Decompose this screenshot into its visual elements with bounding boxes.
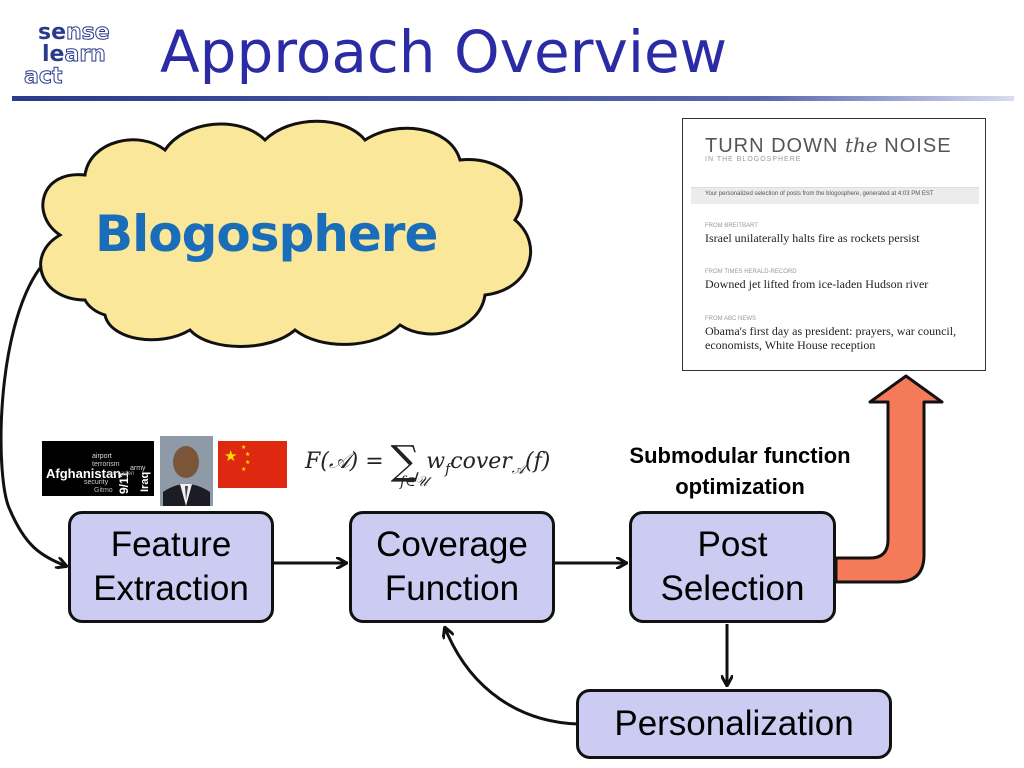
news-subtitle: IN THE BLOGOSPHERE (705, 156, 802, 163)
turn-down-the-noise-screenshot: TURN DOWN the NOISE IN THE BLOGOSPHERE Y… (682, 118, 986, 371)
news-item-source: from ABC NEWS (705, 316, 757, 322)
wordcloud-word: bin Laden (108, 471, 134, 477)
formula-weight: w (426, 449, 446, 474)
submodular-line: optimization (675, 474, 805, 499)
blogosphere-cloud (39, 119, 533, 348)
node-label-line: Function (384, 569, 520, 608)
submodular-line: Submodular function (629, 443, 851, 468)
news-title: TURN DOWN the NOISE (705, 133, 952, 158)
news-banner-text: Your personalized selection of posts fro… (705, 191, 934, 197)
wordcloud-word: terrorism (92, 461, 120, 468)
header-rule (12, 96, 1014, 101)
node-label-line: Extraction (93, 569, 249, 608)
wordcloud-thumbnail: Afghanistan airport terrorism army 9/11 … (42, 441, 154, 496)
news-banner: Your personalized selection of posts fro… (691, 187, 979, 204)
wordcloud-word: Afghanistan (46, 466, 121, 481)
selection-output-arrow (834, 374, 944, 584)
node-label-line: Post (697, 525, 768, 564)
logo-text-arn: arn (64, 42, 106, 67)
coverage-formula: F(𝒜) = ∑ wfcover𝒜(f) f∈𝒰 (305, 432, 551, 490)
formula-argument: (f) (525, 449, 551, 474)
sense-learn-act-logo: sense learn act (20, 20, 120, 92)
svg-text:★: ★ (241, 444, 246, 451)
formula-cover: cover (450, 449, 512, 474)
blogosphere-label: Blogosphere (95, 205, 438, 263)
personalization-node: Personalization (576, 689, 892, 759)
svg-text:★: ★ (245, 451, 250, 458)
logo-text-nse: nse (66, 20, 111, 45)
node-label-line: Selection (660, 569, 805, 608)
wordcloud-word: army (130, 465, 146, 472)
svg-text:★: ★ (224, 447, 237, 465)
formula-cover-subscript: 𝒜 (511, 461, 526, 478)
wordcloud-word: airport (92, 453, 112, 460)
svg-text:★: ★ (241, 466, 246, 473)
wordcloud-word: Gitmo (94, 487, 113, 494)
wordcloud-word: security (84, 479, 109, 486)
logo-text-act: act (23, 64, 63, 89)
news-title-part: NOISE (877, 135, 952, 157)
news-item-headline[interactable]: Israel unilaterally halts fire as rocket… (705, 231, 920, 245)
news-item-headline[interactable]: Downed jet lifted from ice-laden Hudson … (705, 277, 929, 291)
formula-lhs: F(𝒜) = (305, 449, 391, 474)
arrow-personalization-to-coverage (445, 628, 579, 726)
arrow-cloud-to-feature (0, 267, 66, 566)
news-item-source: from TIMES HERALD-RECORD (705, 269, 797, 275)
news-title-part: the (844, 133, 878, 157)
portrait-photo-thumbnail (160, 436, 213, 506)
wordcloud-word: Iraq (139, 472, 151, 492)
node-label-line: Feature (110, 525, 232, 564)
wordcloud-word: 9/11 (117, 471, 131, 494)
formula-sum-subscript: f∈𝒰 (400, 474, 429, 490)
logo-text-se: se (38, 20, 67, 45)
logo-text-le: le (42, 42, 65, 67)
node-label-line: Personalization (614, 704, 854, 743)
formula-weight-subscript: f (445, 461, 451, 478)
slide-title: Approach Overview (160, 18, 728, 86)
node-label-line: Coverage (376, 525, 528, 564)
svg-text:★: ★ (245, 459, 250, 466)
news-title-part: TURN DOWN (705, 135, 845, 157)
china-flag-thumbnail: ★ ★ ★ ★ ★ (218, 441, 287, 488)
submodular-optimization-label: Submodular function optimization (600, 440, 880, 502)
formula-sum-symbol: ∑ (390, 438, 420, 484)
news-item-source: from BREITBART (705, 223, 758, 229)
news-item-headline[interactable]: Obama's first day as president: prayers,… (705, 324, 957, 352)
